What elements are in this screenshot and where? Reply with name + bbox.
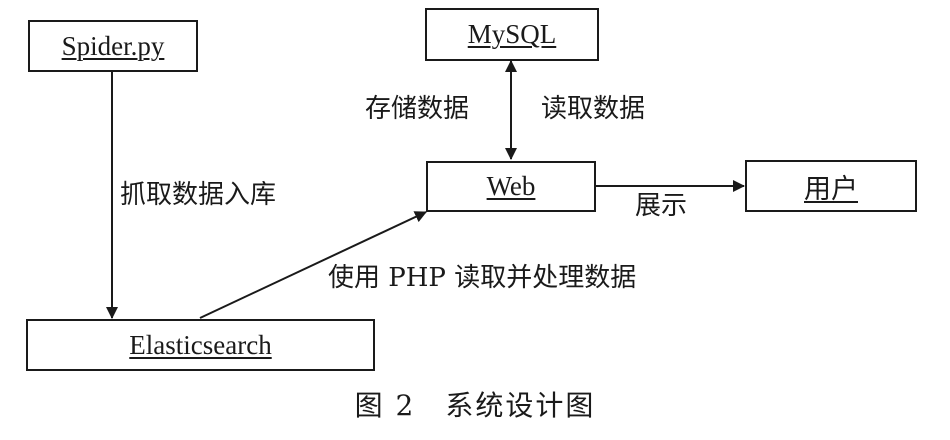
- edge-label-display: 展示: [635, 191, 688, 221]
- edge-label-read: 读取数据: [541, 94, 646, 124]
- node-spider-label: Spider.py: [61, 30, 165, 61]
- node-mysql-label: MySQL: [467, 19, 557, 49]
- node-web: Web: [426, 161, 596, 212]
- node-elasticsearch: Elasticsearch: [26, 319, 375, 371]
- edge-label-crawl: 抓取数据入库: [120, 180, 277, 210]
- node-spider: Spider.py: [28, 20, 198, 72]
- node-web-label: Web: [486, 171, 536, 201]
- edge-label-store: 存储数据: [365, 94, 470, 124]
- node-user: 用户: [745, 160, 917, 212]
- node-elasticsearch-label: Elasticsearch: [129, 329, 272, 360]
- arrow-elasticsearch-to-web: [199, 211, 427, 319]
- node-mysql: MySQL: [425, 8, 599, 61]
- edge-label-php: 使用 PHP 读取并处理数据: [328, 263, 637, 293]
- node-user-label: 用户: [804, 173, 858, 204]
- figure-caption: 图 2 系统设计图: [354, 389, 596, 422]
